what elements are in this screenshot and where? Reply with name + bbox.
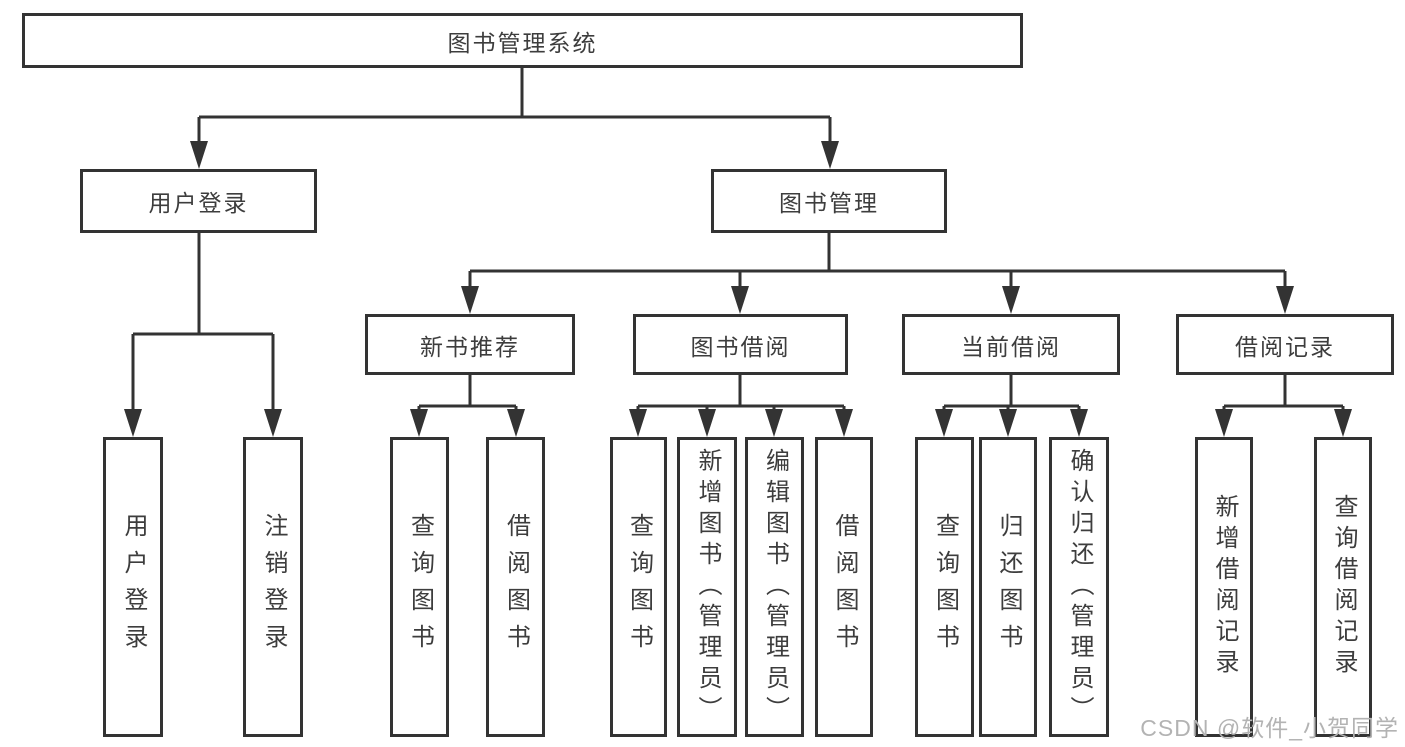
node-book-borrow: 图书借阅	[633, 314, 848, 375]
leaf-add-borrow-record: 新增借阅记录	[1195, 437, 1253, 737]
leaf-user-login: 用户登录	[103, 437, 163, 737]
leaf-add-books-admin: 新增图书（管理员）	[677, 437, 737, 737]
leaf-search-books-borrow: 查询图书	[610, 437, 667, 737]
node-borrow-records: 借阅记录	[1176, 314, 1394, 375]
node-new-book-recommend: 新书推荐	[365, 314, 575, 375]
csdn-watermark: CSDN @软件_小贺同学	[1140, 715, 1399, 741]
connector-current-borrow-to-leaves	[942, 375, 1081, 413]
leaf-search-books-recommend: 查询图书	[390, 437, 449, 737]
node-user-login: 用户登录	[80, 169, 317, 233]
leaf-borrow-books: 借阅图书	[815, 437, 873, 737]
leaf-search-borrow-record: 查询借阅记录	[1314, 437, 1372, 737]
leaf-edit-books-admin: 编辑图书（管理员）	[745, 437, 804, 737]
leaf-borrow-books-recommend: 借阅图书	[486, 437, 545, 737]
connector-book-management-to-level3	[468, 233, 1287, 289]
connector-borrow-records-to-leaves	[1222, 375, 1345, 413]
node-current-borrow: 当前借阅	[902, 314, 1120, 375]
node-book-management: 图书管理	[711, 169, 947, 233]
leaf-return-books: 归还图书	[979, 437, 1037, 737]
connector-book-borrow-to-leaves	[636, 375, 846, 413]
node-library-management-system: 图书管理系统	[22, 13, 1023, 68]
leaf-search-books-current: 查询图书	[915, 437, 974, 737]
connector-root-to-level2	[197, 68, 832, 150]
leaf-confirm-return-admin: 确认归还（管理员）	[1049, 437, 1109, 737]
leaf-logout: 注销登录	[243, 437, 303, 737]
connector-user-login-to-leaves	[131, 233, 275, 412]
connector-new-book-to-leaves	[417, 375, 518, 413]
